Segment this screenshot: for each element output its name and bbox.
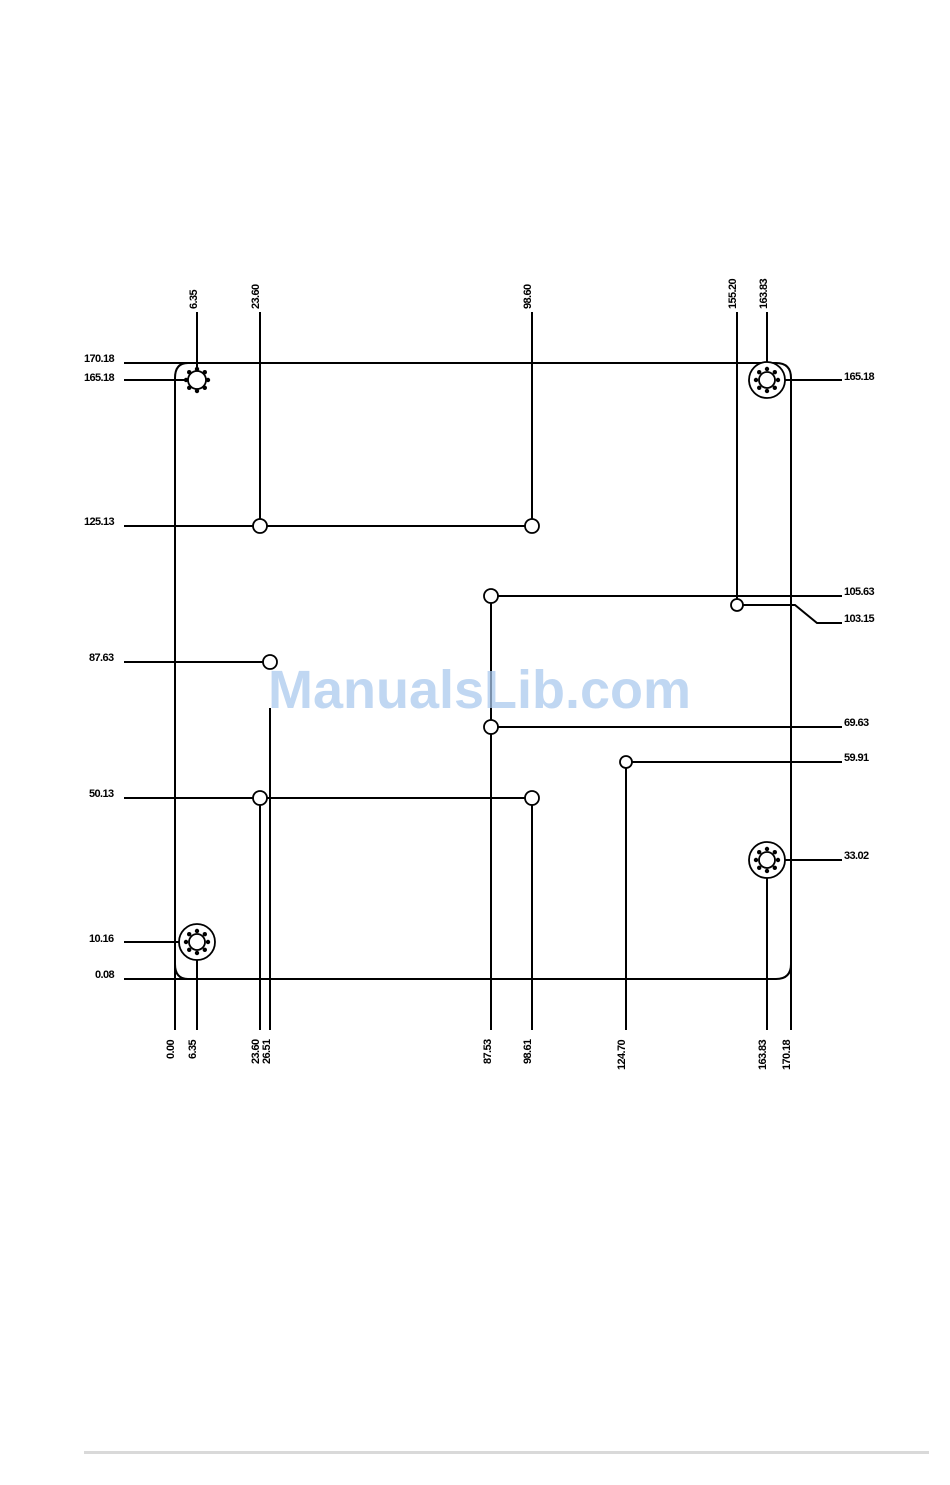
hole-124-70-59-91 [620, 756, 632, 768]
mounting-hole-top-left [184, 367, 210, 393]
label-bottom-163-83: 163.83 [757, 1039, 769, 1070]
label-top-163-83: 163.83 [758, 278, 770, 309]
label-left-50-13: 50.13 [89, 788, 114, 800]
label-bottom-6-35: 6.35 [187, 1040, 199, 1059]
dim-line-103-15 [737, 605, 842, 623]
label-left-87-63: 87.63 [89, 652, 114, 664]
label-right-165-18: 165.18 [844, 371, 875, 383]
footer-rule [84, 1451, 929, 1454]
hole-87-53-69-63 [484, 720, 498, 734]
label-left-10-16: 10.16 [89, 933, 114, 945]
mounting-hole-bottom-right [749, 842, 785, 878]
label-left-165-18: 165.18 [84, 372, 115, 384]
label-top-98-60: 98.60 [522, 284, 534, 309]
label-bottom-98-61: 98.61 [522, 1039, 534, 1064]
label-bottom-26-51: 26.51 [261, 1039, 273, 1064]
hole-87-53-105-63 [484, 589, 498, 603]
mounting-hole-bottom-left [179, 924, 215, 960]
label-top-155-20: 155.20 [727, 278, 739, 309]
label-right-69-63: 69.63 [844, 717, 869, 729]
mounting-hole-top-right [749, 362, 785, 398]
label-left-170-18: 170.18 [84, 353, 115, 365]
label-bottom-124-70: 124.70 [616, 1039, 628, 1070]
hole-23-60-125-13 [253, 519, 267, 533]
label-left-0-08: 0.08 [95, 969, 114, 981]
hole-155-20-103-15 [731, 599, 743, 611]
label-bottom-170-18: 170.18 [781, 1039, 793, 1070]
hole-98-61-50-13 [525, 791, 539, 805]
label-bottom-87-53: 87.53 [482, 1039, 494, 1064]
label-top-6-35: 6.35 [188, 290, 200, 309]
watermark: ManualsLib.com [268, 660, 691, 720]
label-top-23-60: 23.60 [250, 284, 262, 309]
hole-23-60-50-13 [253, 791, 267, 805]
label-right-105-63: 105.63 [844, 586, 875, 598]
label-right-59-91: 59.91 [844, 752, 869, 764]
label-bottom-0-00: 0.00 [165, 1040, 177, 1059]
label-right-33-02: 33.02 [844, 850, 869, 862]
hole-98-60-125-13 [525, 519, 539, 533]
label-left-125-13: 125.13 [84, 516, 115, 528]
label-right-103-15: 103.15 [844, 613, 875, 625]
